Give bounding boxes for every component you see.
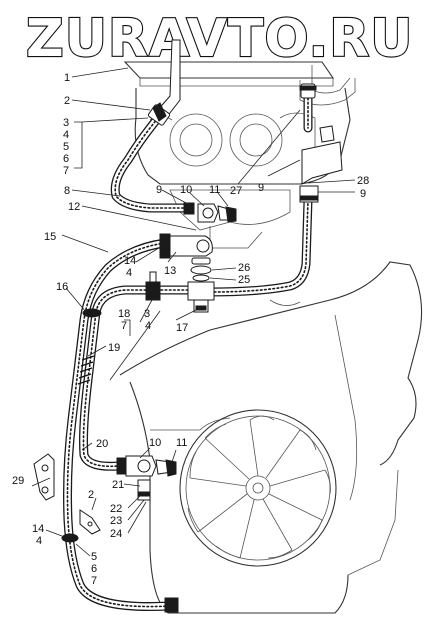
callout-label: 15 <box>44 231 56 243</box>
callout-label: 10 <box>180 184 192 196</box>
callout-label: 29 <box>12 475 24 487</box>
callout-label: 9 <box>360 188 366 200</box>
callout-label: 28 <box>357 175 369 187</box>
callout-label: 7 <box>91 575 97 587</box>
callout-label: 22 <box>110 503 122 515</box>
callout-label: 17 <box>176 322 188 334</box>
callout-label: 20 <box>96 438 108 450</box>
callout-label: 9 <box>258 182 264 194</box>
callout-label: 16 <box>56 281 68 293</box>
hose-upper-left <box>110 113 191 213</box>
callout-label: 4 <box>126 267 132 279</box>
hose-second-left <box>79 285 197 471</box>
callout-label: 11 <box>209 184 220 196</box>
callout-label: 14 <box>124 255 136 267</box>
callout-label: 4 <box>63 129 69 141</box>
callout-label: 4 <box>145 320 151 332</box>
engine-outline <box>119 61 423 614</box>
leader-lines <box>31 67 356 557</box>
callout-label: 8 <box>64 185 70 197</box>
callout-label: 24 <box>110 528 122 540</box>
callout-label: 10 <box>149 437 161 449</box>
callout-label: 9 <box>156 184 162 196</box>
callout-label: 3 <box>63 117 69 129</box>
callout-label: 5 <box>91 551 97 563</box>
callout-label: 25 <box>238 274 250 286</box>
callout-label: 6 <box>63 153 69 165</box>
fittings <box>33 39 343 613</box>
callout-label: 2 <box>64 95 70 107</box>
callout-label: 19 <box>108 342 120 354</box>
hose-right <box>205 195 313 297</box>
callout-label: 27 <box>230 185 242 197</box>
callout-label: 7 <box>63 165 69 177</box>
callout-label: 1 <box>64 72 70 84</box>
callout-label: 23 <box>110 515 122 527</box>
callout-label: 21 <box>112 479 124 491</box>
hose-main-left <box>63 238 175 611</box>
callout-label: 3 <box>144 308 150 320</box>
hoses <box>63 89 313 611</box>
callout-label: 2 <box>88 489 94 501</box>
callouts: 1 2 3 4 5 6 7 27 9 28 9 8 9 10 11 12 15 … <box>12 72 369 587</box>
callout-label: 6 <box>91 563 97 575</box>
callout-label: 13 <box>164 265 176 277</box>
callout-label: 5 <box>63 141 69 153</box>
callout-label: 14 <box>32 523 44 535</box>
callout-label: 26 <box>238 262 250 274</box>
callout-label: 11 <box>176 437 187 449</box>
fan <box>179 409 337 567</box>
callout-label: 4 <box>36 535 42 547</box>
watermark-logo: ZURAVTO.RU <box>26 9 413 69</box>
callout-label: 7 <box>121 320 127 332</box>
callout-label: 12 <box>68 201 80 213</box>
callout-label: 18 <box>118 308 130 320</box>
